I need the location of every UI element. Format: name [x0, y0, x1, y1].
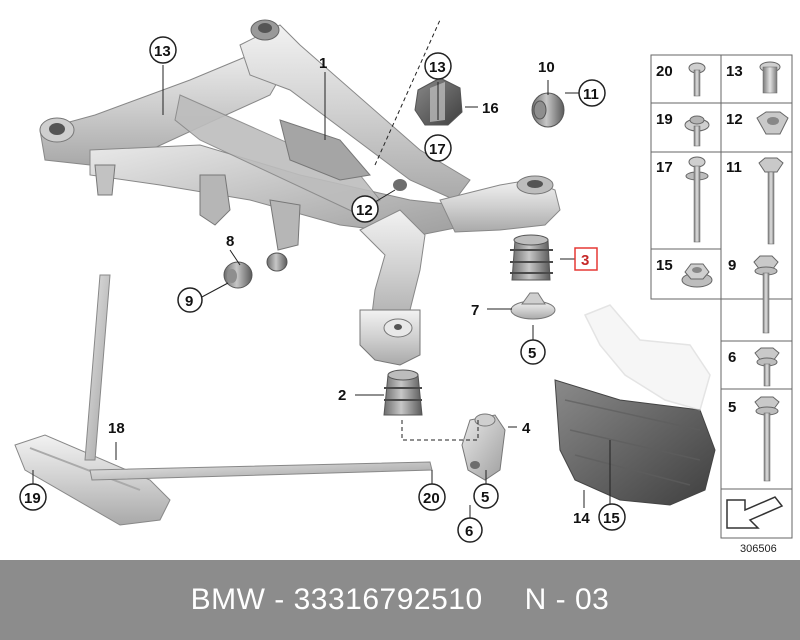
table-label-13: 13: [726, 63, 743, 80]
callout-7: 7: [471, 302, 479, 319]
callout-5-upper: 5: [528, 345, 536, 362]
callout-3-highlight: [574, 247, 598, 271]
long-bolt-icon-5: [754, 396, 780, 482]
bracket-part-4: [461, 413, 506, 481]
callout-9: 9: [185, 293, 193, 310]
callout-18: 18: [108, 420, 125, 437]
washer-part-7: [510, 292, 556, 320]
rear-axle-subframe: [39, 19, 561, 366]
rubber-mount-part-3: [510, 234, 553, 281]
footer-page: N - 03: [524, 583, 610, 616]
footer-bar: BMW - 33316792510 N - 03: [0, 560, 800, 640]
callouts: 1 2 3 4 5 5 6 7 8 9 10 11 12 13: [19, 36, 626, 543]
bushing-part-10: [531, 92, 565, 128]
table-label-11: 11: [726, 159, 742, 176]
callout-2: 2: [338, 387, 346, 404]
hex-nut-icon: [756, 111, 789, 135]
table-label-17: 17: [656, 159, 673, 176]
callout-10: 10: [538, 59, 555, 76]
flange-nut-icon: [681, 263, 713, 288]
short-bolt-icon: [688, 62, 706, 97]
callout-13-left: 13: [154, 43, 171, 60]
table-label-15: 15: [656, 257, 673, 274]
callout-1: 1: [319, 55, 327, 72]
long-bolt-icon-9: [753, 255, 779, 334]
callout-6: 6: [465, 523, 473, 540]
table-label-20: 20: [656, 63, 673, 80]
callout-20: 20: [423, 490, 440, 507]
callout-12: 12: [356, 202, 373, 219]
callout-17: 17: [429, 141, 446, 158]
heat-shield-part-14: [554, 379, 716, 506]
footer-part-number: BMW - 33316792510: [190, 583, 483, 616]
callout-3: 3: [581, 252, 589, 269]
fasteners-table: 20 13 19 12 17 11: [650, 54, 793, 555]
diagram-canvas: 1 2 3 4 5 5 6 7 8 9 10 11 12 13: [14, 19, 793, 555]
callout-16: 16: [482, 100, 499, 117]
table-label-12: 12: [726, 111, 743, 128]
sleeve-nut-icon: [759, 61, 781, 94]
long-bolt-icon-17: [685, 156, 709, 243]
long-bolt-icon-11: [758, 157, 784, 245]
short-bolt-icon-6: [754, 347, 780, 387]
callout-8: 8: [226, 233, 234, 250]
control-arm-ghost: [583, 304, 711, 411]
table-label-19: 19: [656, 111, 673, 128]
table-label-5: 5: [728, 399, 736, 416]
bushing-part-9: [223, 252, 288, 289]
callout-5-lower: 5: [481, 489, 489, 506]
parts-diagram: 1 2 3 4 5 5 6 7 8 9 10 11 12 13: [14, 19, 793, 555]
rubber-mount-part-2: [383, 369, 423, 416]
callout-19: 19: [24, 490, 41, 507]
callout-4: 4: [522, 420, 531, 437]
callout-15: 15: [603, 510, 620, 527]
table-label-6: 6: [728, 349, 736, 366]
callout-13-top: 13: [429, 59, 446, 76]
leader-lines: [32, 19, 611, 518]
diagram-code: 306506: [740, 543, 777, 555]
flange-screw-icon: [684, 115, 710, 147]
table-label-9: 9: [728, 257, 736, 274]
direction-arrow-icon: [726, 496, 784, 529]
callout-11: 11: [583, 86, 599, 103]
callout-14: 14: [573, 510, 590, 527]
